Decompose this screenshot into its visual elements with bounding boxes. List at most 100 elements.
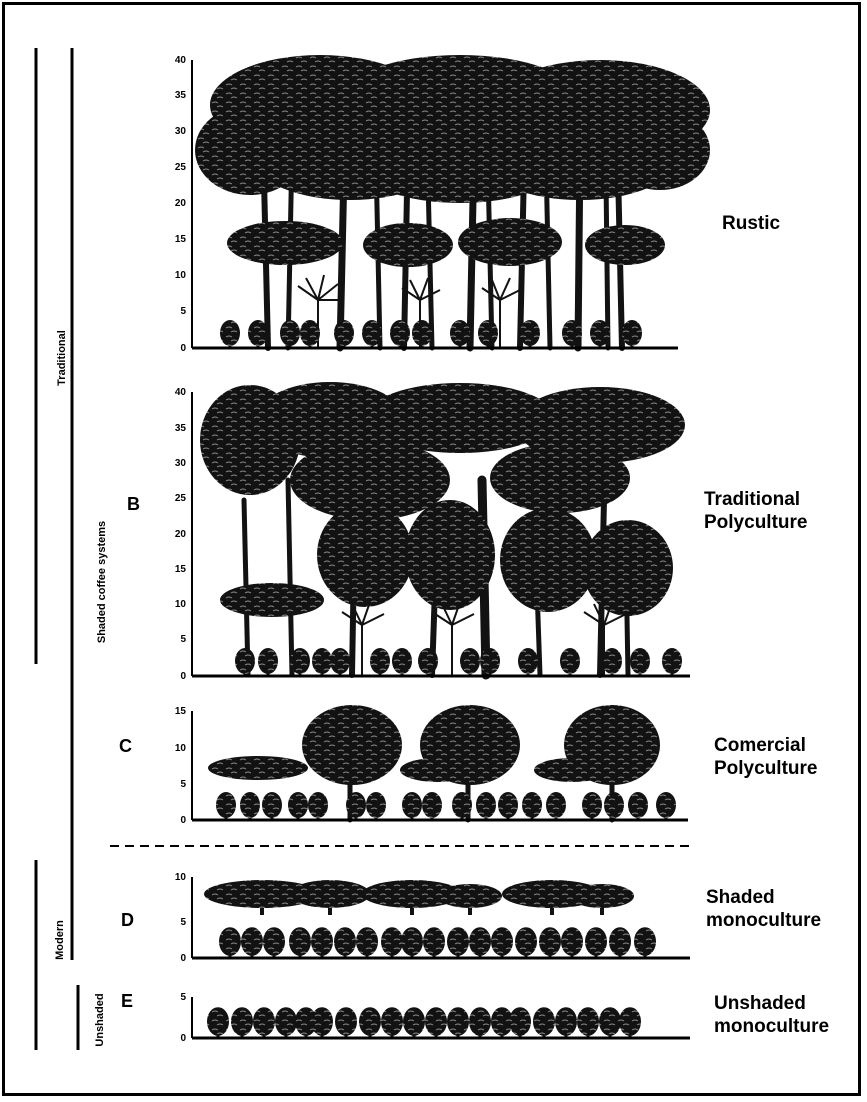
coffee-bush: [460, 648, 480, 676]
coffee-bush: [423, 927, 445, 958]
coffee-bush: [366, 792, 386, 820]
coffee-bush: [334, 927, 356, 958]
coffee-bush: [478, 320, 498, 348]
coffee-bush: [539, 927, 561, 958]
unshaded-label: Unshaded: [94, 993, 106, 1046]
coffee-bush: [656, 792, 676, 820]
height-tick-label: 20: [175, 198, 187, 209]
rustic-middle-canopy: [227, 218, 665, 267]
height-tick-label: 30: [175, 458, 187, 469]
commercial-polyculture-title-line-2: Polyculture: [714, 757, 817, 780]
panel-letter-e: E: [121, 991, 133, 1012]
coffee-bush: [402, 792, 422, 820]
coffee-bush: [280, 320, 300, 348]
commercial-canopy: [208, 705, 660, 785]
coffee-bush: [308, 792, 328, 820]
coffee-bush: [311, 927, 333, 958]
coffee-bush: [604, 792, 624, 820]
panel-traditional-polyculture: [200, 382, 685, 675]
rustic-title-line-1: Rustic: [722, 212, 780, 235]
height-tick-label: 5: [180, 306, 186, 317]
commercial-polyculture-title-line-1: Comercial: [714, 734, 817, 757]
coffee-bush: [240, 792, 260, 820]
shaded-monoculture-title: Shaded monoculture: [706, 886, 821, 932]
unshaded-monoculture-title: Unshaded monoculture: [714, 992, 829, 1038]
height-tick-label: 5: [180, 634, 186, 645]
coffee-bush: [235, 648, 255, 676]
height-tick-label: 20: [175, 529, 187, 540]
unshaded-monoculture-title-line-1: Unshaded: [714, 992, 829, 1015]
height-tick-label: 35: [175, 423, 187, 434]
rustic-title: Rustic: [722, 212, 780, 235]
height-tick-label: 15: [175, 234, 187, 245]
coffee-bush: [207, 1007, 229, 1038]
panel-letter-d: D: [121, 910, 134, 931]
coffee-bush: [263, 927, 285, 958]
coffee-bush: [288, 792, 308, 820]
coffee-bush: [522, 792, 542, 820]
coffee-bush: [498, 792, 518, 820]
height-tick-label: 5: [180, 992, 186, 1003]
height-tick-label: 10: [175, 270, 187, 281]
coffee-bush: [412, 320, 432, 348]
coffee-bush: [599, 1007, 621, 1038]
commercial-polyculture-title: Comercial Polyculture: [714, 734, 817, 780]
coffee-bush: [330, 648, 350, 676]
coffee-bush: [560, 648, 580, 676]
coffee-bush: [561, 927, 583, 958]
coffee-bush: [577, 1007, 599, 1038]
coffee-bush: [359, 1007, 381, 1038]
coffee-bush: [469, 927, 491, 958]
coffee-bush: [253, 1007, 275, 1038]
coffee-bush: [258, 648, 278, 676]
height-tick-label: 10: [175, 872, 187, 883]
coffee-bush: [546, 792, 566, 820]
height-tick-label: 0: [180, 815, 186, 826]
coffee-bush: [312, 648, 332, 676]
panel-letter-c: C: [119, 736, 132, 757]
coffee-bush: [609, 927, 631, 958]
coffee-bush: [220, 320, 240, 348]
panel-letter-b: B: [127, 494, 140, 515]
traditional-polyculture-coffee-bushes: [235, 648, 682, 676]
height-tick-label: 0: [180, 671, 186, 682]
coffee-bush: [335, 1007, 357, 1038]
coffee-bush: [469, 1007, 491, 1038]
shaded-monoculture-coffee-bushes: [219, 927, 656, 958]
coffee-bush: [425, 1007, 447, 1038]
coffee-bush: [370, 648, 390, 676]
shaded-monoculture-title-line-2: monoculture: [706, 909, 821, 932]
traditional-upper-canopy: [200, 382, 685, 520]
rustic-upper-canopy: [195, 55, 710, 203]
traditional-polyculture-title-line-1: Traditional: [704, 488, 807, 511]
coffee-bush: [392, 648, 412, 676]
height-tick-label: 5: [180, 779, 186, 790]
coffee-bush: [622, 320, 642, 348]
height-tick-label: 15: [175, 564, 187, 575]
coffee-bush: [518, 648, 538, 676]
height-tick-label: 0: [180, 953, 186, 964]
traditional-polyculture-title-line-2: Polyculture: [704, 511, 807, 534]
coffee-bush: [356, 927, 378, 958]
height-tick-label: 5: [180, 917, 186, 928]
coffee-bush: [509, 1007, 531, 1038]
height-tick-label: 15: [175, 706, 187, 717]
coffee-bush: [585, 927, 607, 958]
shaded-systems-label: Shaded coffee systems: [96, 521, 108, 643]
coffee-bush: [381, 1007, 403, 1038]
commercial-polyculture-coffee-bushes: [216, 792, 676, 820]
coffee-bush: [422, 792, 442, 820]
height-tick-label: 40: [175, 387, 187, 398]
coffee-bush: [533, 1007, 555, 1038]
coffee-bush: [311, 1007, 333, 1038]
coffee-bush: [275, 1007, 297, 1038]
height-tick-label: 10: [175, 743, 187, 754]
coffee-bush: [662, 648, 682, 676]
coffee-bush: [491, 927, 513, 958]
height-tick-label: 0: [180, 343, 186, 354]
coffee-bush: [619, 1007, 641, 1038]
coffee-bush: [582, 792, 602, 820]
shaded-monoculture-title-line-1: Shaded: [706, 886, 821, 909]
height-tick-label: 0: [180, 1033, 186, 1044]
traditional-polyculture-title: Traditional Polyculture: [704, 488, 807, 534]
